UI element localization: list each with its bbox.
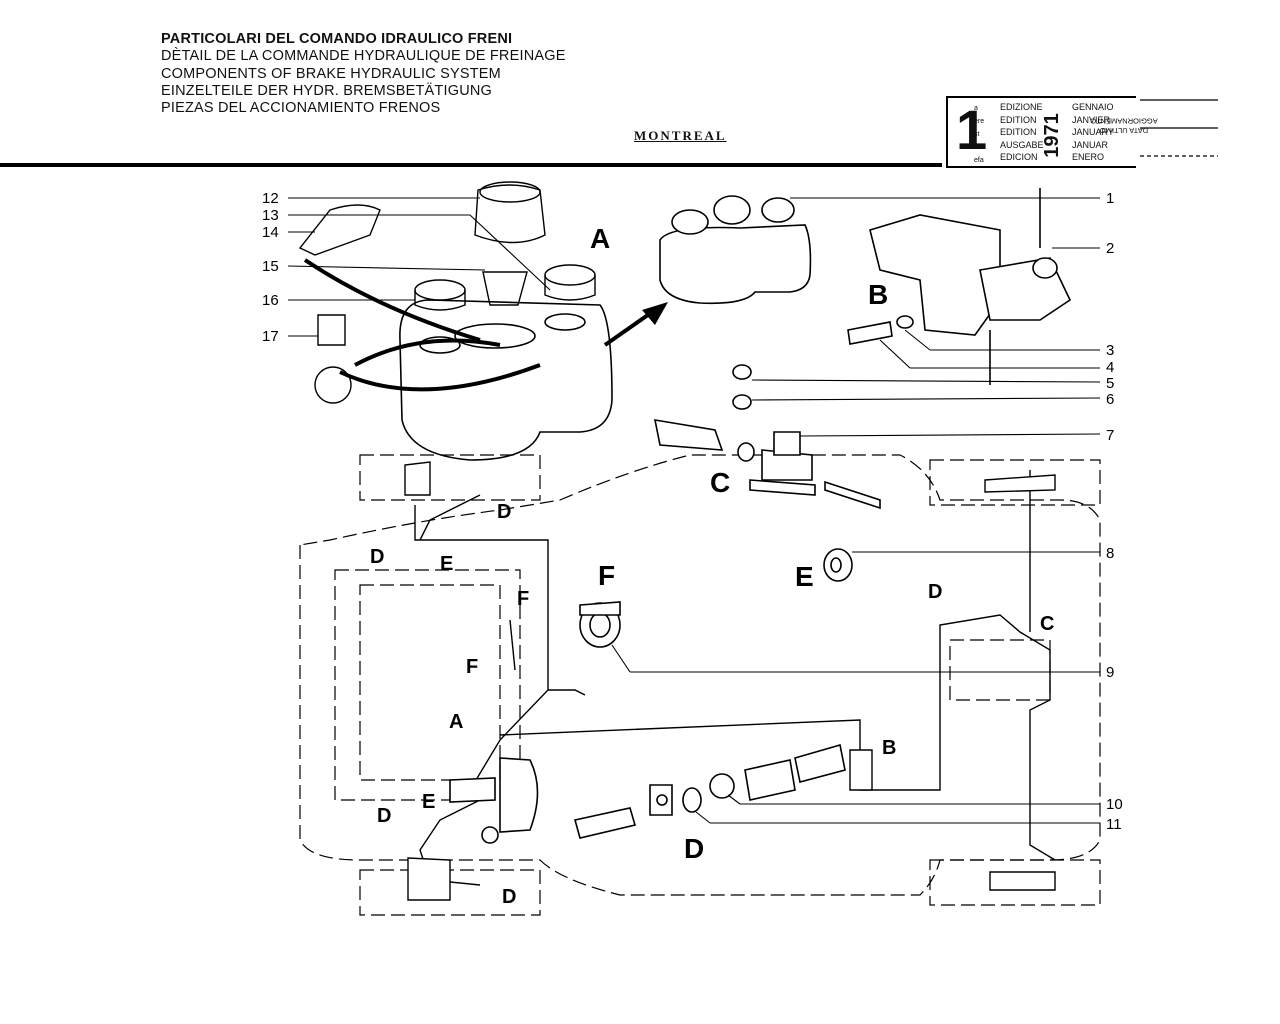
group-label-C: C xyxy=(710,467,730,498)
edition-suffixes: a ere st . efa xyxy=(974,102,984,167)
callout-7: 7 xyxy=(1106,427,1114,444)
edition-month: JANUARY xyxy=(1072,127,1114,138)
callout-2: 2 xyxy=(1106,240,1114,257)
group-label-F: F xyxy=(598,560,615,591)
title-block: PARTICOLARI DEL COMANDO IDRAULICO FRENI … xyxy=(161,31,566,117)
callout-1: 1 xyxy=(1106,190,1114,207)
detail-c-union xyxy=(653,364,881,510)
clip-9 xyxy=(579,601,621,648)
location-D: D xyxy=(502,886,516,908)
location-D: D xyxy=(377,805,391,827)
group-label-E: E xyxy=(795,561,814,592)
callout-11: 11 xyxy=(1106,816,1122,833)
title-english: COMPONENTS OF BRAKE HYDRAULIC SYSTEM xyxy=(161,65,501,82)
edition-words: EDIZIONE EDITION EDITION AUSGABE EDICION xyxy=(1000,101,1044,164)
location-B: B xyxy=(882,737,896,759)
edition-word: AUSGABE xyxy=(1000,139,1044,150)
edition-month: JANUAR xyxy=(1072,139,1109,150)
group-label-A: A xyxy=(590,223,610,254)
location-C: C xyxy=(1040,613,1054,635)
location-D: D xyxy=(928,581,942,603)
callout-6: 6 xyxy=(1106,391,1114,408)
callout-15: 15 xyxy=(262,258,279,275)
callout-16: 16 xyxy=(262,292,279,309)
edition-suffix: . xyxy=(974,144,976,151)
edition-word: EDICION xyxy=(1000,152,1038,163)
edition-months: GENNAIO JANVIER JANUARY JANUAR ENERO xyxy=(1072,101,1114,164)
callout-17: 17 xyxy=(262,328,279,345)
callout-10: 10 xyxy=(1106,796,1123,813)
location-D: D xyxy=(370,546,384,568)
edition-suffix: efa xyxy=(974,157,984,164)
callout-9: 9 xyxy=(1106,664,1114,681)
group-label-D: D xyxy=(684,833,704,864)
edition-suffix: st xyxy=(974,131,980,138)
model-name: MONTREAL xyxy=(634,128,727,143)
title-spanish: PIEZAS DEL ACCIONAMIENTO FRENOS xyxy=(161,100,441,117)
header-rule xyxy=(0,163,942,167)
edition-suffix: a xyxy=(974,105,978,112)
callout-8: 8 xyxy=(1106,545,1114,562)
callout-3: 3 xyxy=(1106,342,1114,359)
edition-month: GENNAIO xyxy=(1072,102,1114,112)
detail-a-reservoir xyxy=(659,195,812,305)
title-french: DÈTAIL DE LA COMMANDE HYDRAULIQUE DE FRE… xyxy=(161,48,566,65)
brake-fluid-reservoir xyxy=(399,299,613,461)
callout-12: 12 xyxy=(262,190,279,207)
detail-d-hose xyxy=(574,743,846,839)
location-D: D xyxy=(497,501,511,523)
arrow-head xyxy=(642,302,668,325)
title-italian: PARTICOLARI DEL COMANDO IDRAULICO FRENI xyxy=(161,31,513,47)
callout-13: 13 xyxy=(262,207,279,224)
location-F: F xyxy=(517,588,529,610)
reservoir-caps xyxy=(298,181,596,404)
edition-number: 1 xyxy=(956,98,988,161)
edition-suffix: ere xyxy=(974,118,985,125)
location-E: E xyxy=(440,553,453,575)
location-E: E xyxy=(422,791,435,813)
detail-b-valve xyxy=(847,214,1072,345)
location-A: A xyxy=(449,711,463,733)
part-numbers: 12 13 14 15 16 17 1 2 3 4 5 6 7 8 9 10 1… xyxy=(262,190,1123,833)
edition-month: JANVIER xyxy=(1072,114,1111,125)
callout-14: 14 xyxy=(262,224,279,241)
assembly-arrows xyxy=(303,258,657,392)
title-german: EINZELTEILE DER HYDR. BREMSBETÄTIGUNG xyxy=(161,82,493,99)
group-letters: A B C E F D D D E F F A E D D B D C xyxy=(370,223,1054,908)
callout-4: 4 xyxy=(1106,359,1114,376)
edition-box: 1 a ere st . efa EDIZIONE EDITION EDITIO… xyxy=(946,96,1136,168)
edition-word: EDIZIONE xyxy=(1000,102,1043,112)
master-cylinder xyxy=(449,757,539,844)
location-F: F xyxy=(466,656,478,678)
edition-month: ENERO xyxy=(1072,152,1105,163)
callout-5: 5 xyxy=(1106,375,1114,392)
group-label-B: B xyxy=(868,279,888,310)
edition-word: EDITION xyxy=(1000,127,1037,138)
car-outline xyxy=(299,454,1101,916)
wheel-brakes xyxy=(404,461,1056,901)
grommet-8 xyxy=(823,548,853,582)
edition-word: EDITION xyxy=(1000,114,1037,125)
leader-lines xyxy=(287,197,1101,824)
